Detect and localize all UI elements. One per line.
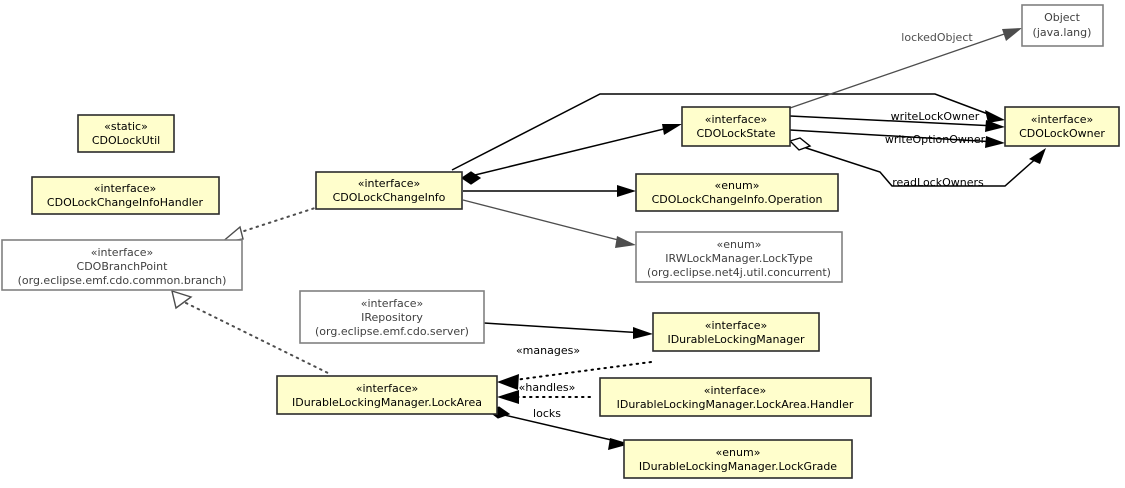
node-locktype-stereotype: «enum» (717, 238, 762, 251)
edge-cdolockchangeinfo-to-cdolockstate (460, 124, 682, 185)
node-idurablelockingmanager-name: IDurableLockingManager (667, 333, 805, 346)
node-idurablelockingmanager-lockarea[interactable]: «interface» IDurableLockingManager.LockA… (276, 375, 498, 415)
edge-layer: lockedObject writeLockOwner writeOptionO… (171, 28, 1046, 450)
node-irepository-stereotype: «interface» (361, 297, 424, 310)
edge-cdolockstate-to-cdolockowner-read-lock: readLockOwners (788, 137, 1046, 189)
node-cdolockutil[interactable]: «static» CDOLockUtil (77, 114, 175, 153)
edge-cdobranchpoint-to-cdolockchangeinfo (218, 206, 319, 245)
node-locktype-package: (org.eclipse.net4j.util.concurrent) (647, 266, 831, 279)
node-idurablelockingmanager[interactable]: «interface» IDurableLockingManager (652, 312, 820, 352)
edge-cdolockchangeinfo-to-cdolockowner (451, 93, 1005, 171)
edge-label-locked-object: lockedObject (901, 31, 973, 44)
edge-handler-to-lockarea: «handles» (497, 381, 591, 404)
node-cdolockchangeinfo-stereotype: «interface» (358, 177, 421, 190)
node-cdolockchangeinfohandler-stereotype: «interface» (94, 182, 157, 195)
edge-cdolockstate-to-cdolockowner-write-option: writeOptionOwner (789, 129, 1005, 148)
node-object[interactable]: Object (java.lang) (1021, 4, 1104, 47)
node-cdolockstate-name: CDOLockState (696, 127, 775, 140)
node-cdolockutil-name: CDOLockUtil (92, 134, 160, 147)
node-lockarea-name: IDurableLockingManager.LockArea (292, 396, 482, 409)
node-cdolockchangeinfohandler-name: CDOLockChangeInfoHandler (47, 196, 204, 209)
node-operation-name: CDOLockChangeInfo.Operation (652, 193, 823, 206)
edge-cdolockchangeinfo-to-operation (463, 185, 636, 197)
edge-label-write-lock-owner: writeLockOwner (891, 110, 980, 123)
edge-idurablelockingmanager-to-lockarea: «manages» (497, 344, 652, 390)
edge-label-write-option-owner: writeOptionOwner (885, 133, 986, 146)
node-cdolockstate[interactable]: «interface» CDOLockState (681, 106, 791, 147)
node-cdolockutil-stereotype: «static» (104, 120, 148, 133)
edge-label-manages: «manages» (516, 344, 580, 357)
edge-cdobranchpoint-to-lockarea (171, 289, 331, 375)
node-irepository[interactable]: «interface» IRepository (org.eclipse.emf… (299, 290, 485, 344)
node-cdolockowner[interactable]: «interface» CDOLockOwner (1004, 106, 1120, 147)
node-cdolockchangeinfo[interactable]: «interface» CDOLockChangeInfo (315, 171, 463, 210)
node-cdolockstate-stereotype: «interface» (705, 113, 768, 126)
node-object-package: (java.lang) (1033, 26, 1092, 39)
node-handler-name: IDurableLockingManager.LockArea.Handler (617, 398, 854, 411)
node-cdolockchangeinfohandler[interactable]: «interface» CDOLockChangeInfoHandler (31, 176, 220, 215)
edge-label-locks: locks (533, 407, 561, 420)
node-irwlockmanager-locktype[interactable]: «enum» IRWLockManager.LockType (org.ecli… (635, 231, 843, 283)
node-idurablelockingmanager-stereotype: «interface» (705, 319, 768, 332)
edge-cdolockstate-to-cdolockowner-write-lock: writeLockOwner (789, 110, 1005, 132)
node-layer: «static» CDOLockUtil «interface» CDOLock… (1, 4, 1120, 479)
node-cdobranchpoint-package: (org.eclipse.emf.cdo.common.branch) (18, 274, 227, 287)
node-irepository-name: IRepository (361, 311, 423, 324)
edge-cdolockchangeinfo-to-locktype (462, 199, 636, 248)
edge-label-handles: «handles» (519, 381, 576, 394)
node-cdolockowner-stereotype: «interface» (1031, 113, 1094, 126)
node-lockarea-stereotype: «interface» (356, 382, 419, 395)
node-idurablelockingmanager-lockarea-handler[interactable]: «interface» IDurableLockingManager.LockA… (599, 377, 872, 417)
node-locktype-name: IRWLockManager.LockType (665, 252, 813, 265)
node-cdobranchpoint[interactable]: «interface» CDOBranchPoint (org.eclipse.… (1, 239, 243, 291)
node-operation-stereotype: «enum» (715, 179, 760, 192)
node-lockgrade-name: IDurableLockingManager.LockGrade (639, 460, 837, 473)
node-cdolockchangeinfo-name: CDOLockChangeInfo (333, 191, 446, 204)
node-cdolockowner-name: CDOLockOwner (1019, 127, 1105, 140)
edge-irepository-to-idurablelockingmanager (483, 322, 653, 339)
node-irepository-package: (org.eclipse.emf.cdo.server) (315, 325, 469, 338)
node-handler-stereotype: «interface» (704, 384, 767, 397)
edge-cdolockstate-to-object: lockedObject (789, 28, 1022, 109)
node-cdolockchangeinfo-operation[interactable]: «enum» CDOLockChangeInfo.Operation (635, 173, 839, 212)
node-idurablelockingmanager-lockgrade[interactable]: «enum» IDurableLockingManager.LockGrade (623, 439, 853, 479)
node-lockgrade-stereotype: «enum» (716, 446, 761, 459)
node-object-name: Object (1044, 11, 1081, 24)
node-cdobranchpoint-stereotype: «interface» (91, 246, 154, 259)
node-cdobranchpoint-name: CDOBranchPoint (77, 260, 169, 273)
edge-lockarea-to-lockgrade: locks (487, 406, 630, 450)
edge-label-read-lock-owners: readLockOwners (892, 176, 984, 189)
